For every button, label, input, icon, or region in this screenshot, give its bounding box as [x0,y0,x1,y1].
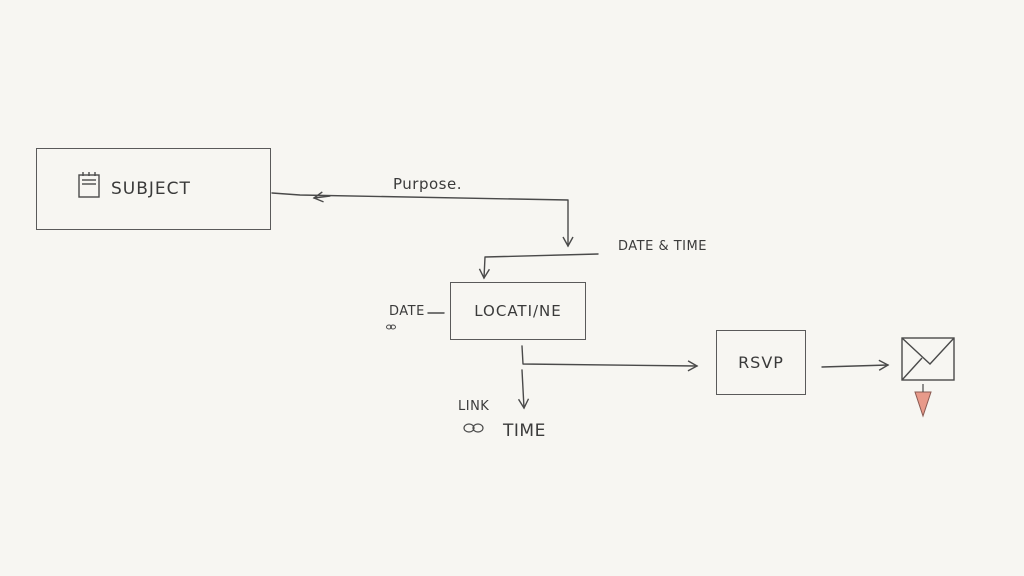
date-link-icon [386,324,396,330]
envelope-icon [901,337,955,381]
connector-purpose-return [312,191,331,203]
connector-purpose [271,192,574,248]
subject-label: SUBJECT [111,179,191,199]
location-label: LOCATI/NE [474,302,562,320]
date-label: DATE [389,304,425,319]
link-icon [463,423,484,433]
connector-rsvp-envelope [821,359,890,371]
connector-location-rsvp [521,345,699,372]
time-label: TIME [503,421,546,441]
location-node[interactable]: LOCATI/NE [450,282,586,340]
purpose-label: Purpose. [393,175,462,193]
red-pin-icon [914,391,932,418]
notepad-icon [78,172,100,198]
link-label: LINK [458,399,490,414]
rsvp-node[interactable]: RSVP [716,330,806,395]
connector-datetime [478,253,599,280]
date-time-label: DATE & TIME [618,239,707,254]
rsvp-label: RSVP [738,353,784,372]
connector-location-time [517,369,530,410]
subject-node[interactable]: SUBJECT [36,148,271,230]
